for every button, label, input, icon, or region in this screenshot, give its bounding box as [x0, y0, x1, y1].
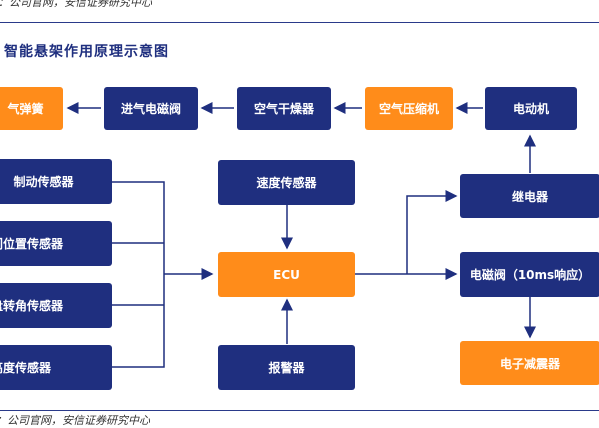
top-divider — [0, 22, 599, 23]
air-spring-label: 气弹簧 — [7, 102, 44, 116]
motor-box: 电动机 — [485, 87, 577, 130]
bottom-divider — [0, 410, 599, 411]
relay-box: 继电器 — [460, 174, 599, 218]
steering-sensor-label: 方向盘转角传感器 — [0, 299, 64, 313]
diagram-title: 智能悬架作用原理示意图 — [4, 44, 169, 60]
air-dryer-box: 空气干燥器 — [237, 87, 331, 130]
air-compressor-box: 空气压缩机 — [365, 87, 453, 130]
air-dryer-label: 空气干燥器 — [253, 102, 314, 116]
height-sensor-box: 车身高度传感器 — [0, 345, 112, 390]
source-note-bottom: ：公司官网，安信证券研究中心 — [0, 414, 150, 427]
intake-valve-box: 进气电磁阀 — [104, 87, 198, 130]
throttle-sensor-label: 节气门位置传感器 — [0, 237, 64, 251]
brake-sensor-box: 制动传感器 — [0, 159, 112, 204]
source-note-top: ：公司官网，安信证券研究中心 — [0, 0, 152, 9]
alarm-label: 报警器 — [268, 361, 305, 375]
solenoid-valve-label: 电磁阀（10ms响应） — [469, 268, 591, 282]
relay-label: 继电器 — [511, 189, 548, 204]
ecu-box: ECU — [218, 252, 355, 297]
alarm-box: 报警器 — [218, 345, 355, 390]
throttle-sensor-box: 节气门位置传感器 — [0, 221, 112, 266]
line-brake-sensor — [112, 181, 165, 274]
brake-sensor-label: 制动传感器 — [13, 175, 74, 189]
height-sensor-label: 车身高度传感器 — [0, 361, 52, 375]
speed-sensor-label: 速度传感器 — [256, 176, 317, 190]
damper-label: 电子减震器 — [499, 356, 560, 371]
intake-valve-label: 进气电磁阀 — [120, 102, 181, 116]
air-spring-box: 气弹簧 — [0, 87, 63, 130]
air-compressor-label: 空气压缩机 — [378, 102, 439, 116]
ecu-label: ECU — [273, 267, 300, 282]
motor-label: 电动机 — [512, 102, 549, 116]
solenoid-valve-box: 电磁阀（10ms响应） — [460, 252, 599, 297]
damper-box: 电子减震器 — [460, 341, 599, 385]
line-height-sensor — [112, 274, 165, 368]
arrow-ecu-to-relay — [406, 190, 458, 274]
speed-sensor-box: 速度传感器 — [218, 160, 355, 205]
steering-sensor-box: 方向盘转角传感器 — [0, 283, 112, 328]
